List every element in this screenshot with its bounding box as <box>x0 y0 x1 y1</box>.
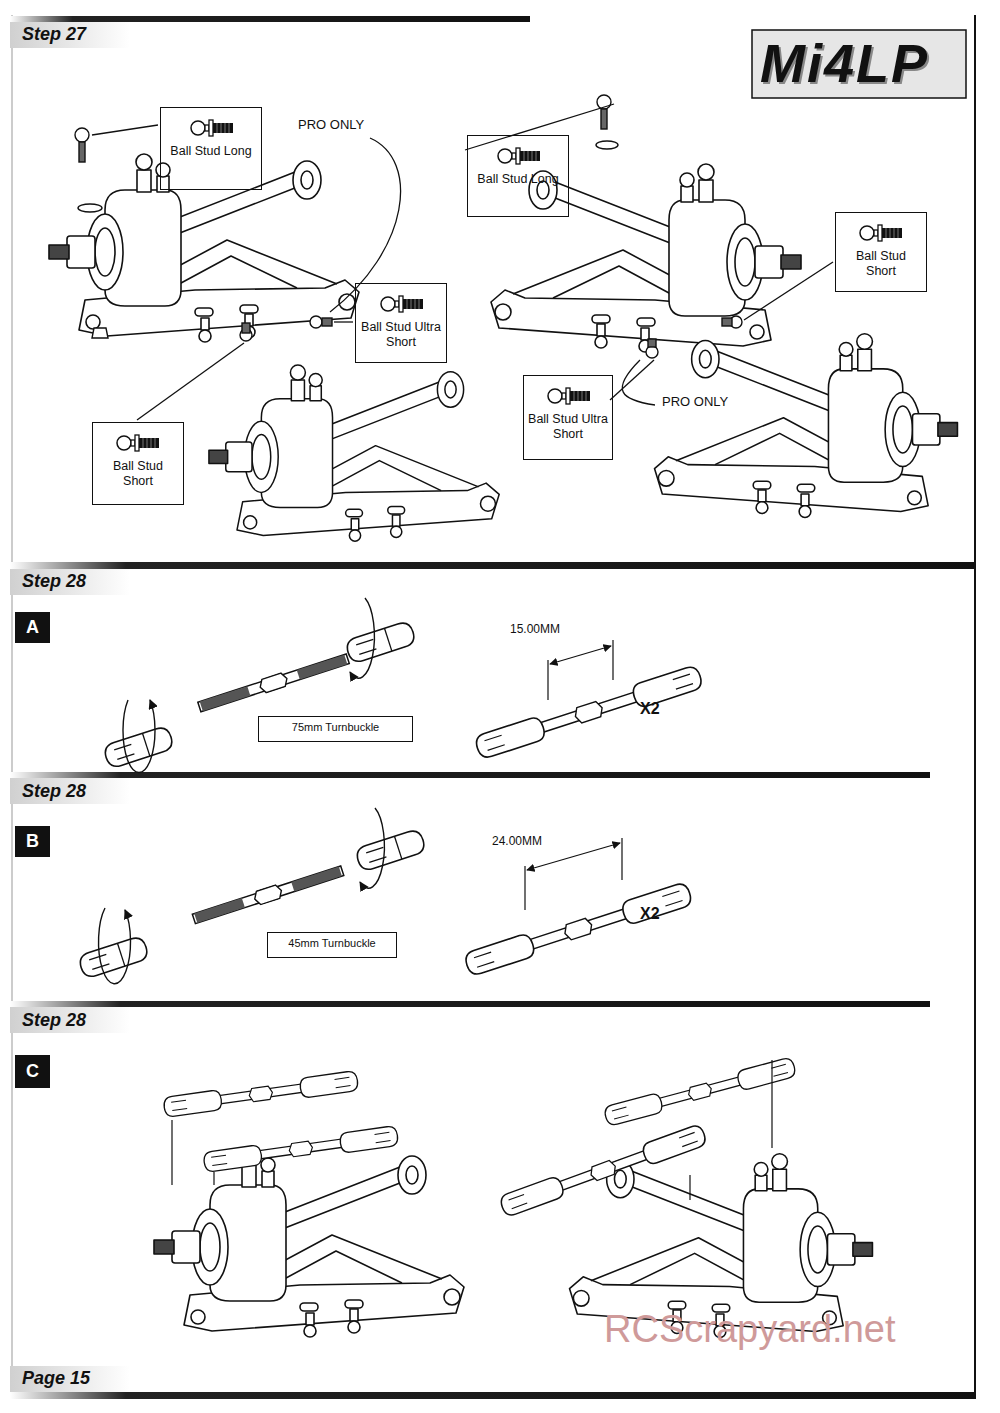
part-label-box: 75mm Turnbuckle <box>258 716 413 742</box>
note: PRO ONLY <box>662 394 728 409</box>
part-callout: Ball Stud Short <box>92 422 184 505</box>
dimension: 24.00MM <box>492 834 542 848</box>
node-text: B <box>26 831 39 852</box>
note: PRO ONLY <box>298 117 364 132</box>
substep-letter: C <box>15 1055 50 1088</box>
part-callout: Ball Stud Long <box>160 107 262 190</box>
part-label-box: 45mm Turnbuckle <box>267 932 397 958</box>
substep-letter: B <box>15 826 50 857</box>
quantity: X2 <box>640 905 660 923</box>
node-text: Ball Stud Short <box>97 459 179 489</box>
node-text: Ball Stud Long <box>472 172 564 187</box>
node-text: 45mm Turnbuckle <box>272 937 392 950</box>
node-text: Ball Stud Short <box>840 249 922 279</box>
part-callout: Ball Stud Ultra Short <box>523 375 613 460</box>
watermark: RCScrapyard.net <box>604 1308 895 1351</box>
logo: Mi4LP <box>760 32 929 94</box>
part-callout: Ball Stud Long <box>467 135 569 217</box>
dimension: 15.00MM <box>510 622 560 636</box>
node-text: Ball Stud Long <box>165 144 257 159</box>
part-callout: Ball Stud Short <box>835 212 927 292</box>
step-heading: Step 28 <box>22 1010 86 1031</box>
part-callout: Ball Stud Ultra Short <box>355 283 447 363</box>
step-heading: Step 27 <box>22 24 86 45</box>
node-text: Ball Stud Ultra Short <box>528 412 608 442</box>
node-text: C <box>26 1061 39 1082</box>
page-number: Page 15 <box>22 1368 90 1389</box>
substep-letter: A <box>15 612 50 643</box>
node-text: Ball Stud Ultra Short <box>360 320 442 350</box>
step-heading: Step 28 <box>22 781 86 802</box>
quantity: X2 <box>640 700 660 718</box>
node-text: A <box>26 617 39 638</box>
step-heading: Step 28 <box>22 571 86 592</box>
node-text: 75mm Turnbuckle <box>263 721 408 734</box>
